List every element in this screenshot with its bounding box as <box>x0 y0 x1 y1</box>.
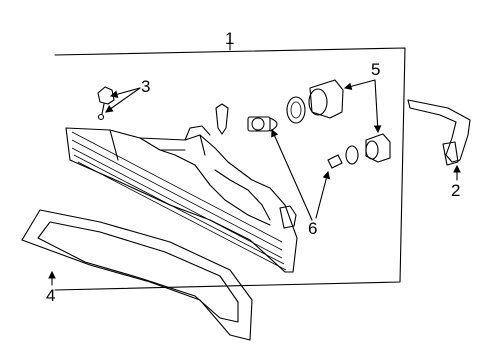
callout-2: 2 <box>451 181 461 200</box>
assembly-frame <box>54 47 406 291</box>
callout-3: 3 <box>141 77 151 96</box>
part-5-sockets <box>308 79 391 163</box>
seal-ring-2 <box>345 145 359 165</box>
callout-1: 1 <box>225 29 235 48</box>
callout-6: 6 <box>308 219 318 238</box>
part-4-lens-trim <box>21 209 253 341</box>
part-3-socket <box>97 86 141 121</box>
part-6-bulbs <box>247 116 343 221</box>
callout-5: 5 <box>371 60 381 79</box>
part-2-bracket <box>407 99 471 181</box>
lamp-housing <box>65 125 298 273</box>
seal-ring-1 <box>286 96 306 124</box>
clip <box>215 103 229 135</box>
callout-4: 4 <box>46 286 56 305</box>
